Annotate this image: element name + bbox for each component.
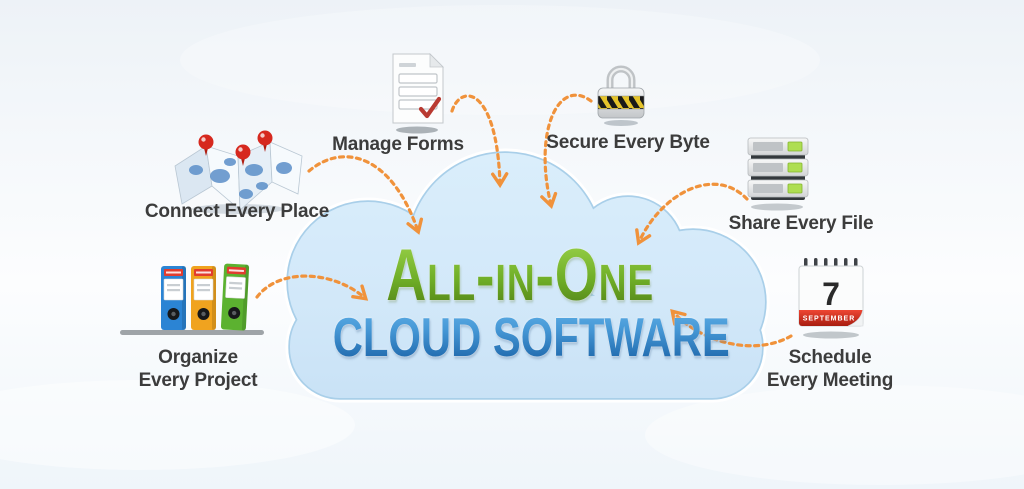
label-line-2: Every Meeting — [766, 370, 894, 391]
server-units — [747, 137, 809, 198]
binder-blue — [161, 266, 186, 330]
arrow-share-every-file — [635, 182, 749, 246]
document-form-icon — [392, 53, 444, 134]
background-haze — [0, 5, 1024, 485]
server-led — [787, 162, 803, 173]
label-manage-forms: Manage Forms — [332, 134, 464, 155]
map-continents — [189, 158, 292, 199]
label-share-every-file: Share Every File — [728, 213, 874, 234]
map-icon — [174, 130, 303, 214]
calendar-month: SEPTEMBER — [803, 316, 856, 323]
calendar-page-curl — [847, 307, 864, 327]
binders-icon — [120, 263, 264, 335]
server-led — [787, 141, 803, 152]
arrow-connect-every-place — [307, 155, 424, 235]
arrow-manage-forms — [450, 94, 509, 189]
map-pin-icons — [198, 130, 273, 166]
binder-orange — [191, 266, 216, 330]
form-fields — [398, 73, 438, 110]
lock-hazard-band — [597, 95, 645, 110]
padlock-icon — [597, 65, 645, 126]
cloud-title: All-in-One CLOUD SOFTWARE — [270, 235, 770, 368]
label-secure-every-byte: Secure Every Byte — [546, 132, 710, 153]
label-connect-every-place: Connect Every Place — [144, 201, 330, 222]
binder-green — [220, 263, 250, 331]
label-schedule-every-meeting: Schedule Every Meeting — [720, 346, 940, 392]
title-cloud-software: CLOUD SOFTWARE — [332, 306, 730, 368]
label-line-2: Every Project — [138, 370, 258, 391]
title-all-in-one: All-in-One — [386, 235, 654, 316]
calendar-day: 7 — [822, 276, 840, 312]
label-line-1: Organize — [158, 347, 238, 368]
server-led — [787, 183, 803, 194]
arrow-schedule-every-meeting — [670, 308, 793, 348]
label-line-1: Schedule — [788, 347, 872, 368]
calendar-month-band — [799, 310, 863, 326]
arrow-secure-every-byte — [540, 93, 593, 210]
server-stack-icon — [747, 137, 809, 211]
label-organize-every-project: Organize Every Project — [88, 346, 308, 392]
checkmark-icon — [418, 96, 442, 119]
cloud-shape — [283, 148, 770, 403]
calendar-icon: 7 SEPTEMBER — [798, 258, 864, 339]
arrow-organize-every-project — [255, 274, 369, 301]
